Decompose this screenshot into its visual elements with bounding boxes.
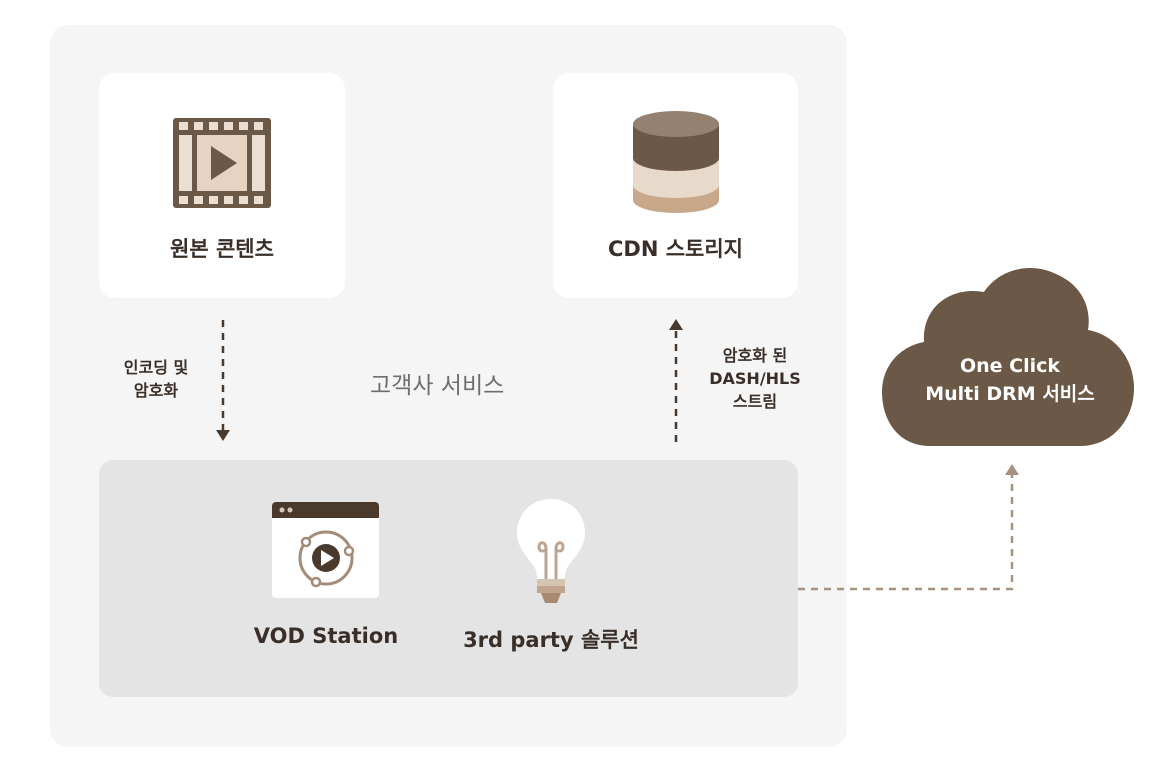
source-content-label: 원본 콘텐츠 bbox=[170, 237, 274, 261]
cdn-storage-label: CDN 스토리지 bbox=[607, 237, 743, 261]
vod-station-label: VOD Station bbox=[253, 624, 399, 648]
arrow-up-icon bbox=[1005, 464, 1019, 475]
arrow-down-icon bbox=[216, 430, 230, 441]
drm-flow-line bbox=[798, 475, 1014, 591]
encode-encrypt-label: 인코딩 및 암호화 bbox=[123, 358, 189, 400]
third-party-label: 3rd party 솔루션 bbox=[463, 628, 639, 652]
media-window-icon bbox=[272, 502, 379, 598]
cloud-service-label: One Click Multi DRM 서비스 bbox=[925, 355, 1095, 405]
arrow-up-icon bbox=[669, 319, 683, 330]
lightbulb-icon bbox=[517, 499, 585, 603]
database-icon bbox=[633, 111, 719, 213]
solutions-panel bbox=[99, 460, 798, 697]
cloud-icon bbox=[882, 268, 1134, 446]
customer-service-label: 고객사 서비스 bbox=[370, 373, 505, 399]
film-play-icon bbox=[173, 118, 271, 208]
encrypted-stream-label: 암호화 된 DASH/HLS 스트림 bbox=[709, 346, 801, 411]
